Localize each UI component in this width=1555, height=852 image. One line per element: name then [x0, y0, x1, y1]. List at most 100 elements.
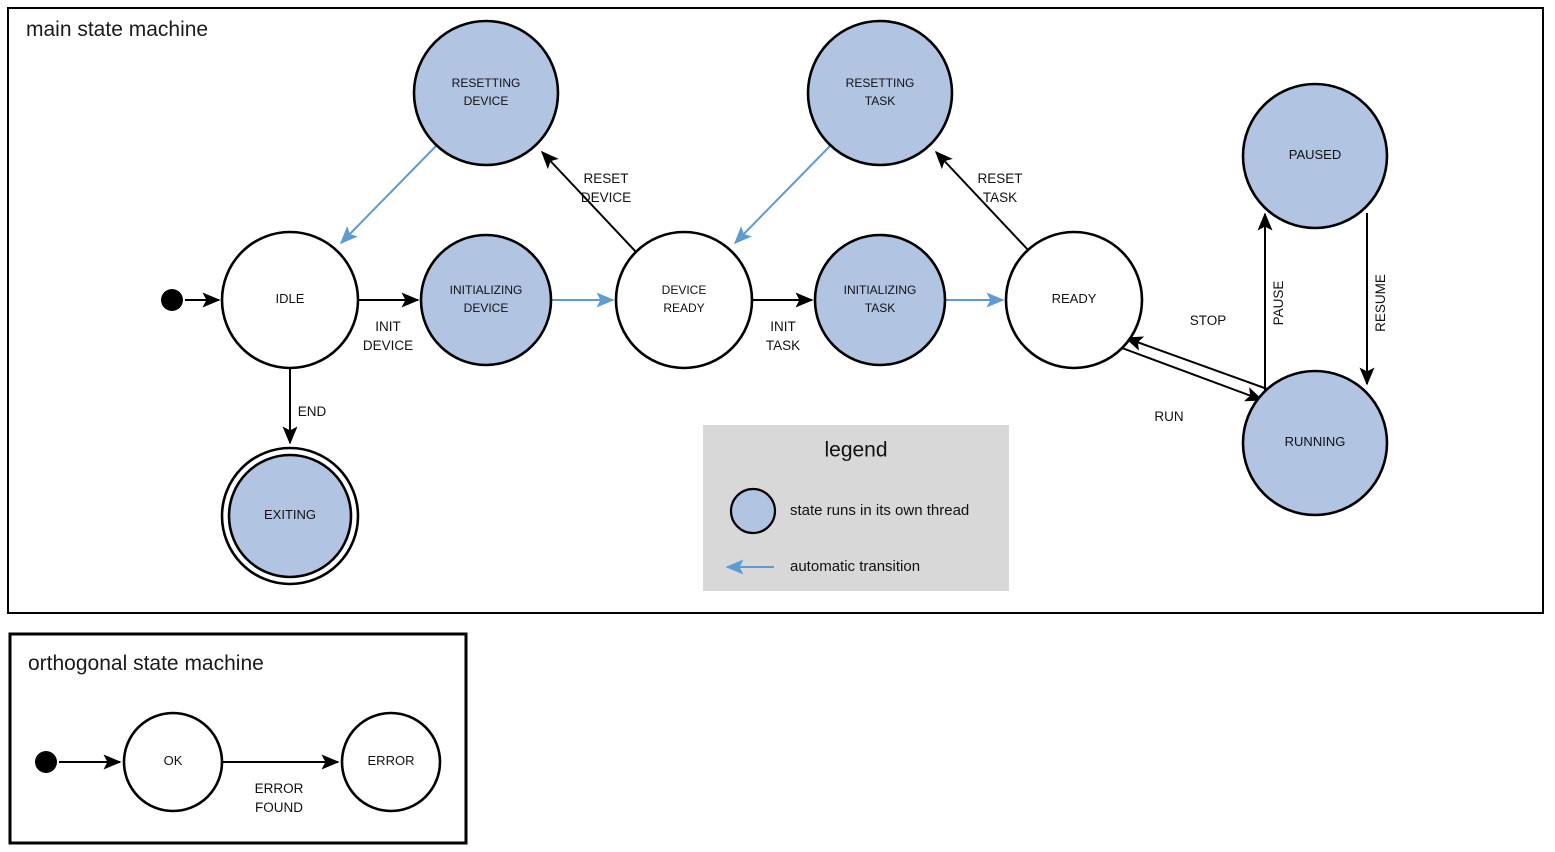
state-label-line: DEVICE	[464, 94, 509, 108]
transition-label-line: ERROR	[255, 781, 304, 796]
state-exiting-label: EXITING	[264, 507, 316, 522]
transition-label-line: RESET	[977, 171, 1022, 186]
transition-label-line: STOP	[1190, 313, 1227, 328]
state-ready-label: READY	[1052, 291, 1097, 306]
transition-running-to-ready[interactable]	[1124, 336, 1271, 391]
state-label-line: TASK	[865, 94, 895, 108]
transition-label-idle-to-exiting: END	[298, 404, 327, 419]
state-error[interactable]: ERROR	[340, 711, 442, 813]
transition-label-line: INIT	[375, 319, 401, 334]
transition-reset-task-to-ready[interactable]	[733, 144, 832, 245]
transition-label-device-ready-to-reset-device: RESET DEVICE	[581, 171, 631, 205]
transition-label-ready-to-running: RUN	[1154, 409, 1183, 424]
legend-auto-transition-label: automatic transition	[790, 558, 920, 575]
legend-threaded-state-swatch	[729, 487, 777, 535]
state-initializing-task-label: INITIALIZING TASK	[844, 283, 917, 315]
state-idle-circle	[220, 230, 360, 370]
transition-label-paused-to-running: RESUME	[1373, 274, 1388, 332]
state-exiting[interactable]: EXITING	[220, 446, 360, 586]
transition-label-idle-to-init-device: INIT DEVICE	[363, 319, 413, 353]
state-initializing-task[interactable]: INITIALIZING TASK	[813, 233, 947, 367]
state-label-line: RUNNING	[1285, 434, 1346, 449]
state-label-line: EXITING	[264, 507, 316, 522]
state-running-circle	[1241, 369, 1389, 517]
state-resetting-device-circle	[412, 19, 560, 167]
transition-device-ready-to-reset-device[interactable]	[540, 150, 637, 253]
transition-label-ready-to-reset-task: RESET TASK	[977, 171, 1022, 205]
legend-threaded-state: state runs in its own thread	[729, 487, 969, 535]
initial-state-node-orthogonal-start[interactable]	[35, 751, 57, 773]
state-error-label: ERROR	[368, 753, 415, 768]
state-paused-circle	[1241, 82, 1389, 230]
state-label-line: READY	[663, 301, 704, 315]
legend-threaded-state-label: state runs in its own thread	[790, 502, 969, 519]
legend: legend state runs in its own thread automa…	[703, 425, 1009, 591]
transition-reset-device-to-idle[interactable]	[339, 144, 438, 245]
transition-label-line: RESET	[583, 171, 628, 186]
transition-label-line: INIT	[770, 319, 796, 334]
state-ready-circle	[1004, 230, 1144, 370]
transition-label-line: PAUSE	[1271, 281, 1286, 326]
state-resetting-task[interactable]: RESETTING TASK	[806, 19, 954, 167]
final-state-outer-ring	[220, 446, 360, 586]
state-label-line: DEVICE	[464, 301, 509, 315]
state-label-line: RESETTING	[452, 76, 521, 90]
state-running-label: RUNNING	[1285, 434, 1346, 449]
main-frame-title: main state machine	[26, 18, 208, 41]
transition-label-line: TASK	[983, 190, 1017, 205]
state-exiting-circle	[227, 453, 353, 579]
state-error-circle	[340, 711, 442, 813]
transitions-layer	[59, 144, 1375, 770]
state-device-ready-label: DEVICE READY	[662, 283, 707, 315]
state-label-line: OK	[164, 753, 183, 768]
state-paused[interactable]: PAUSED	[1241, 82, 1389, 230]
state-label-line: RESETTING	[846, 76, 915, 90]
state-initializing-device-circle	[419, 233, 553, 367]
state-ok[interactable]: OK	[122, 711, 224, 813]
state-running[interactable]: RUNNING	[1241, 369, 1389, 517]
state-label-line: INITIALIZING	[450, 283, 523, 297]
state-initializing-device[interactable]: INITIALIZING DEVICE	[419, 233, 553, 367]
state-label-line: READY	[1052, 291, 1097, 306]
transition-label-line: RUN	[1154, 409, 1183, 424]
state-resetting-task-circle	[806, 19, 954, 167]
transition-label-ok-to-error: ERROR FOUND	[255, 781, 304, 815]
legend-auto-transition: automatic transition	[725, 558, 920, 575]
state-ok-label: OK	[164, 753, 183, 768]
transition-label-line: FOUND	[255, 800, 303, 815]
transition-labels-layer: INIT DEVICE RESET DEVICE END INIT TASK RESET TAS…	[255, 171, 1388, 815]
transition-ready-to-reset-task[interactable]	[934, 150, 1031, 253]
transition-label-line: END	[298, 404, 327, 419]
state-ready[interactable]: READY	[1004, 230, 1144, 370]
orthogonal-frame-title: orthogonal state machine	[28, 652, 264, 675]
state-resetting-device[interactable]: RESETTING DEVICE	[412, 19, 560, 167]
state-resetting-task-label: RESETTING TASK	[846, 76, 915, 108]
transition-label-line: DEVICE	[581, 190, 631, 205]
state-device-ready-circle	[614, 230, 754, 370]
transition-label-device-ready-to-init-task: INIT TASK	[766, 319, 800, 353]
legend-title: legend	[824, 439, 887, 462]
state-device-ready[interactable]: DEVICE READY	[614, 230, 754, 370]
transition-label-line: TASK	[766, 338, 800, 353]
state-label-line: TASK	[865, 301, 895, 315]
transition-ready-to-running[interactable]	[1121, 347, 1264, 402]
transition-label-line: DEVICE	[363, 338, 413, 353]
initial-state-node-main-start[interactable]	[161, 289, 183, 311]
state-label-line: PAUSED	[1289, 147, 1342, 162]
state-label-line: ERROR	[368, 753, 415, 768]
state-label-line: IDLE	[276, 291, 305, 306]
state-initializing-task-circle	[813, 233, 947, 367]
state-paused-label: PAUSED	[1289, 147, 1342, 162]
state-resetting-device-label: RESETTING DEVICE	[452, 76, 521, 108]
state-label-line: INITIALIZING	[844, 283, 917, 297]
state-idle-label: IDLE	[276, 291, 305, 306]
state-label-line: DEVICE	[662, 283, 707, 297]
legend-layer: legend state runs in its own thread automa…	[703, 425, 1009, 591]
state-initializing-device-label: INITIALIZING DEVICE	[450, 283, 523, 315]
state-ok-circle	[122, 711, 224, 813]
transition-label-line: RESUME	[1373, 274, 1388, 332]
state-idle[interactable]: IDLE	[220, 230, 360, 370]
